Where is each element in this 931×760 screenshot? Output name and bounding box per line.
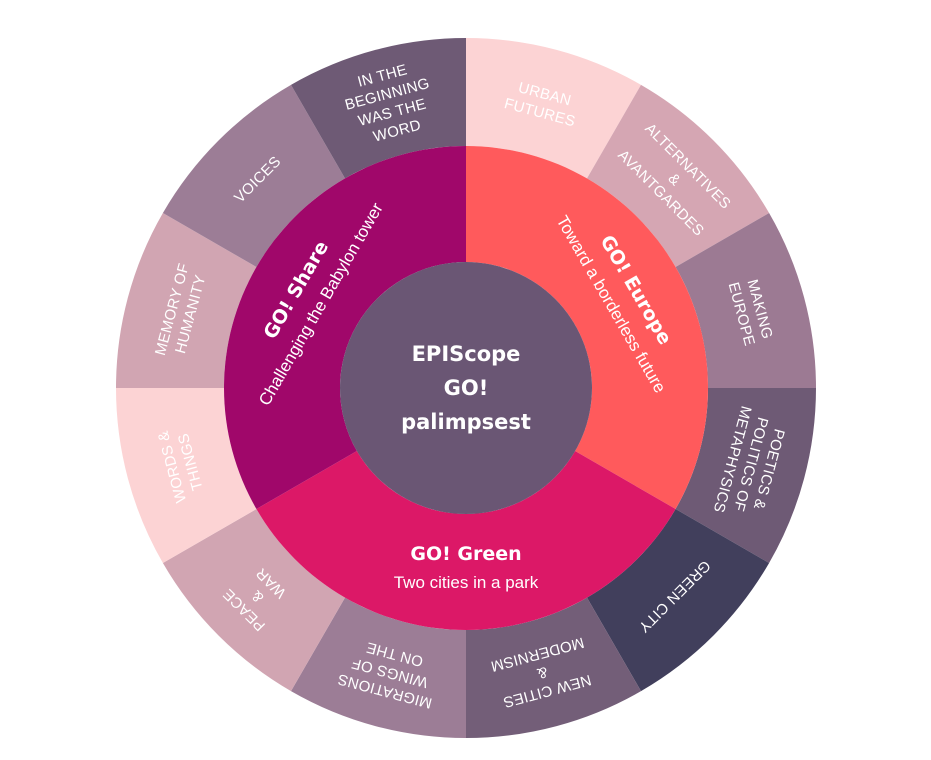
center-title-line: EPIScope (412, 342, 521, 366)
center-disc (340, 262, 592, 514)
outer-segment-poetics-politics-metaphysics (675, 388, 816, 563)
outer-segment-urban-futures (466, 38, 641, 179)
outer-ring (116, 38, 816, 738)
outer-label-line: & (535, 663, 549, 682)
middle-segment-green (256, 451, 676, 630)
outer-segment-in-the-beginning (291, 38, 466, 179)
outer-segment-wings-of-migrations (291, 597, 466, 738)
middle-segment-europe (466, 146, 708, 509)
middle-ring (224, 146, 708, 630)
center-title-line: GO! (444, 376, 489, 400)
outer-segment-making-europe (675, 213, 816, 388)
outer-segment-voices (162, 84, 345, 267)
outer-segment-alternatives-avantgardes (587, 84, 770, 267)
middle-subtitle-green: Two cities in a park (394, 573, 539, 592)
outer-segment-memory-of-humanity (116, 213, 257, 388)
middle-title-green: GO! Green (410, 543, 521, 565)
center-title-line: palimpsest (401, 410, 531, 434)
outer-segment-green-city (587, 509, 770, 692)
middle-segment-share (224, 146, 466, 509)
outer-segment-words-things (116, 388, 257, 563)
outer-segment-modernism-new-cities (466, 597, 641, 738)
outer-segment-war-peace (162, 509, 345, 692)
